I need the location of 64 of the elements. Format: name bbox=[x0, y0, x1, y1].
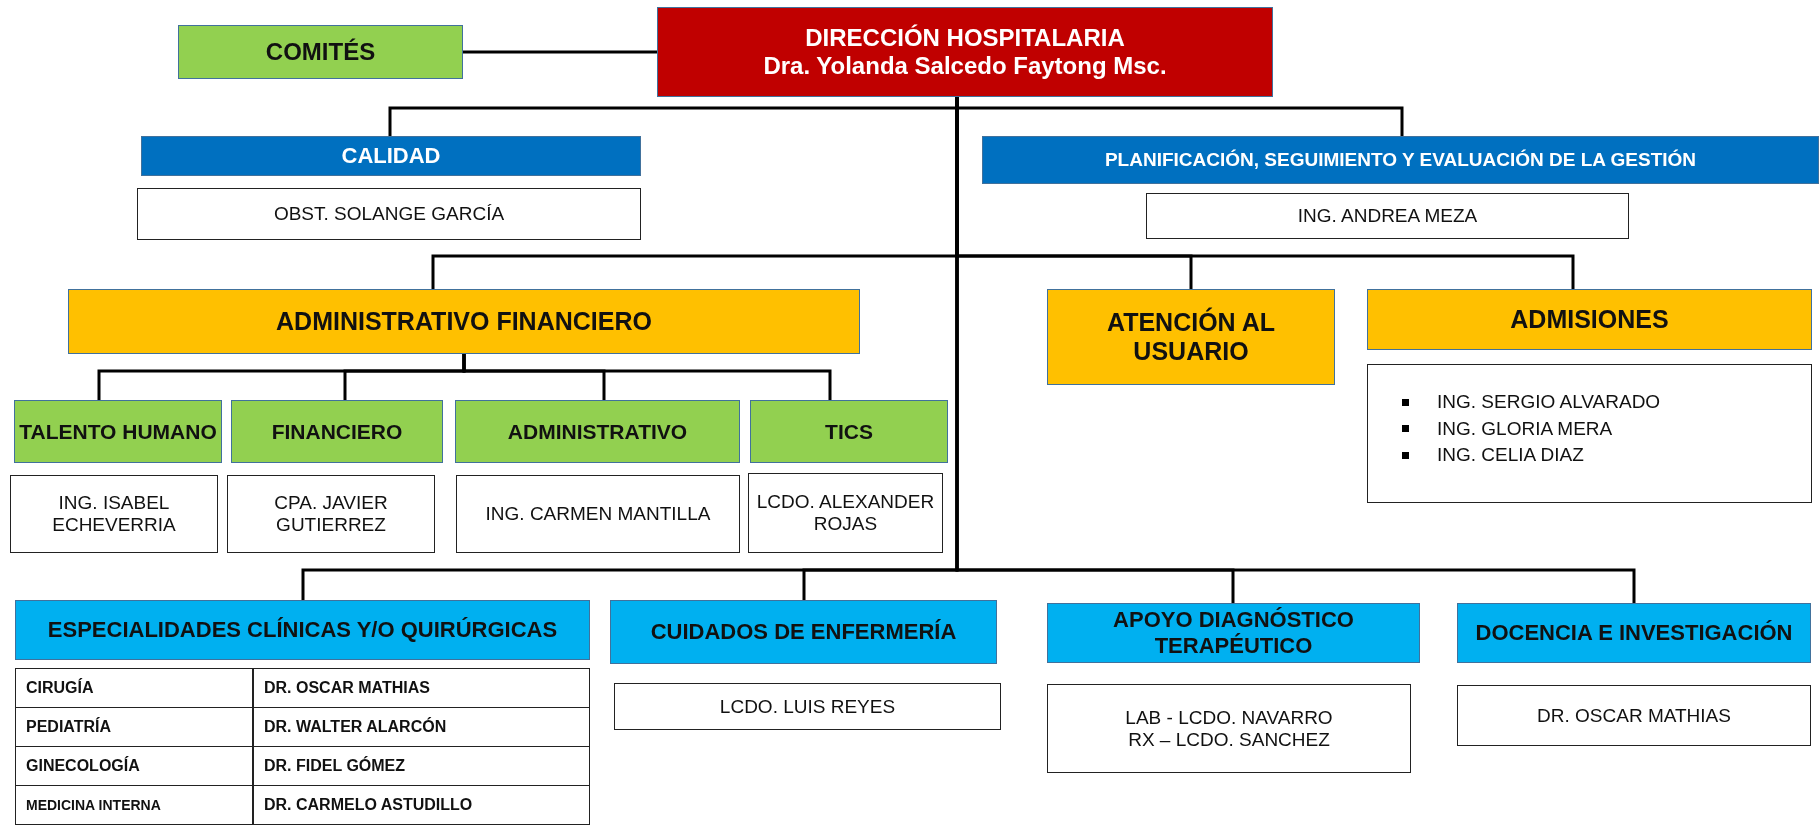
heading-text: Dra. Yolanda Salcedo Faytong Msc. bbox=[762, 52, 1168, 80]
department-name: COMITÉS bbox=[264, 38, 377, 66]
table-cell: DR. FIDEL GÓMEZ bbox=[253, 746, 590, 786]
staff-name: OBST. SOLANGE GARCÍA bbox=[272, 203, 506, 225]
table-cell: PEDIATRÍA bbox=[15, 707, 253, 747]
department-name: ADMINISTRATIVO FINANCIERO bbox=[275, 307, 653, 336]
staff-name-box bbox=[1047, 684, 1411, 773]
list-item: ING. SERGIO ALVARADO bbox=[1437, 390, 1661, 414]
department-box bbox=[231, 400, 443, 463]
staff-list-box bbox=[1367, 364, 1812, 503]
department-name: ATENCIÓN AL USUARIO bbox=[1105, 308, 1276, 366]
table-cell: MEDICINA INTERNA bbox=[15, 785, 253, 825]
department-name: ADMINISTRATIVO bbox=[506, 419, 689, 444]
department-name: ESPECIALIDADES CLÍNICAS Y/O QUIRÚRGICAS bbox=[46, 617, 559, 643]
department-box bbox=[15, 600, 590, 660]
department-box bbox=[982, 136, 1819, 184]
table-cell: CIRUGÍA bbox=[15, 668, 253, 708]
staff-name: LCDO. LUIS REYES bbox=[718, 695, 897, 718]
department-name: ADMISIONES bbox=[1509, 305, 1670, 334]
department-box bbox=[1367, 289, 1812, 350]
department-box bbox=[455, 400, 740, 463]
department-box bbox=[178, 25, 463, 79]
table-cell: DR. WALTER ALARCÓN bbox=[253, 707, 590, 747]
staff-name-box bbox=[227, 475, 435, 553]
staff-name-box bbox=[748, 473, 943, 553]
list-item: ING. GLORIA MERA bbox=[1437, 416, 1613, 441]
staff-name: RX – LCDO. SANCHEZ bbox=[1127, 728, 1331, 751]
heading-text: DIRECCIÓN HOSPITALARIA bbox=[804, 24, 1126, 52]
list-item: ING. CELIA DIAZ bbox=[1437, 443, 1584, 468]
department-box bbox=[1047, 289, 1335, 385]
table-cell: GINECOLOGÍA bbox=[15, 746, 253, 786]
department-name: TICS bbox=[824, 419, 874, 444]
staff-name: LCDO. ALEXANDER ROJAS bbox=[755, 491, 936, 535]
department-box bbox=[68, 289, 860, 354]
staff-name-box bbox=[1457, 685, 1811, 746]
staff-name-box bbox=[456, 475, 740, 553]
staff-name-box bbox=[10, 475, 218, 553]
staff-name: ING. ISABEL ECHEVERRIA bbox=[51, 492, 177, 536]
department-box bbox=[141, 136, 641, 176]
department-name: APOYO DIAGNÓSTICO TERAPÉUTICO bbox=[1112, 607, 1355, 659]
connector-line bbox=[463, 50, 657, 54]
department-box bbox=[1457, 603, 1811, 663]
department-name: CUIDADOS DE ENFERMERÍA bbox=[649, 619, 958, 645]
director-box bbox=[657, 7, 1273, 97]
department-box bbox=[1047, 603, 1420, 663]
department-name: PLANIFICACIÓN, SEGUIMIENTO Y EVALUACIÓN DE LA GESTIÓN bbox=[1103, 149, 1698, 171]
department-box bbox=[14, 400, 222, 463]
department-name: DOCENCIA E INVESTIGACIÓN bbox=[1474, 620, 1794, 646]
department-name: TALENTO HUMANO bbox=[18, 419, 218, 444]
department-box bbox=[750, 400, 948, 463]
staff-name: ING. CARMEN MANTILLA bbox=[484, 503, 712, 525]
staff-name: LAB - LCDO. NAVARRO bbox=[1124, 706, 1334, 729]
department-name: FINANCIERO bbox=[270, 419, 404, 444]
staff-name: CPA. JAVIER GUTIERREZ bbox=[273, 492, 389, 536]
connector-line bbox=[462, 354, 832, 400]
table-cell: DR. CARMELO ASTUDILLO bbox=[253, 785, 590, 825]
staff-name-box bbox=[137, 188, 641, 240]
staff-name: DR. OSCAR MATHIAS bbox=[1536, 704, 1732, 727]
staff-name-box bbox=[614, 683, 1001, 730]
department-box bbox=[610, 600, 997, 664]
staff-name-box bbox=[1146, 193, 1629, 239]
department-name: CALIDAD bbox=[340, 143, 442, 169]
table-cell: DR. OSCAR MATHIAS bbox=[253, 668, 590, 708]
staff-name: ING. ANDREA MEZA bbox=[1296, 205, 1479, 227]
